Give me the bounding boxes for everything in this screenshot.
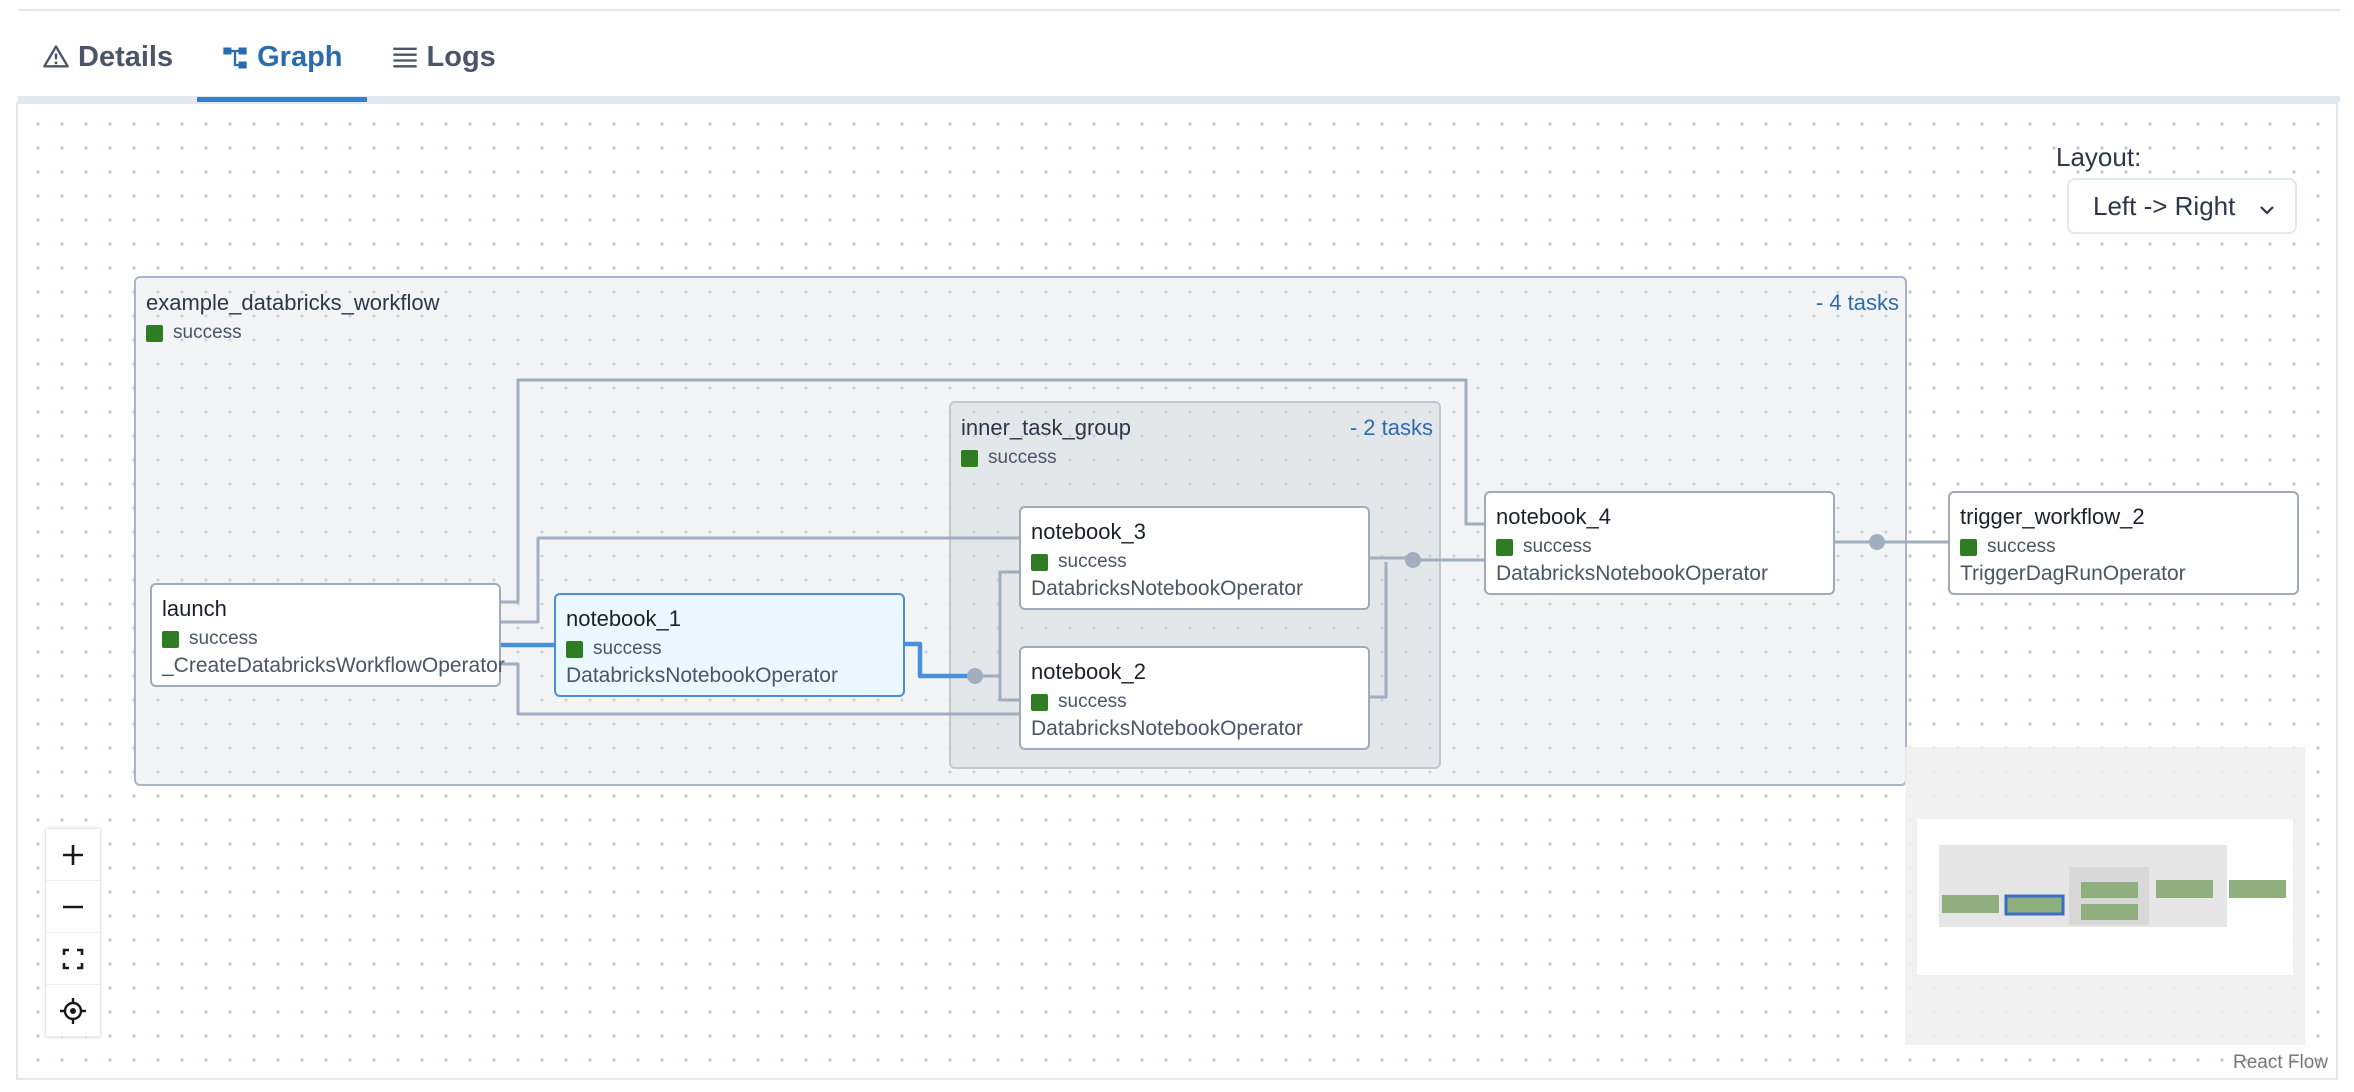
- layout-select[interactable]: Left -> Right: [2067, 178, 2297, 234]
- layout-label: Layout:: [2056, 142, 2142, 172]
- join-node-inner: [1405, 552, 1421, 568]
- task-status: success: [162, 628, 258, 650]
- task-operator: DatabricksNotebookOperator: [1031, 717, 1303, 740]
- minimap-node-trigger: [2229, 880, 2286, 898]
- top-divider: [18, 9, 2340, 11]
- edge-launch-notebook_4: [500, 378, 1486, 604]
- tab-details[interactable]: Details: [18, 18, 197, 96]
- edge-split-notebook_3: [975, 570, 1021, 678]
- task-status: success: [1031, 551, 1127, 573]
- group-status: success: [146, 322, 242, 344]
- task-status: success: [1031, 691, 1127, 713]
- tab-graph[interactable]: Graph: [197, 18, 367, 102]
- task-node-notebook-2[interactable]: notebook_2 success DatabricksNotebookOpe…: [1019, 646, 1370, 750]
- tab-details-label: Details: [78, 40, 174, 73]
- status-square-icon: [146, 324, 163, 342]
- tab-logs[interactable]: Logs: [367, 18, 520, 96]
- task-operator: _CreateDatabricksWorkflowOperator: [162, 654, 505, 677]
- minimap-node-notebook-1: [2004, 894, 2065, 916]
- minimap-node-notebook-4: [2156, 880, 2213, 898]
- task-node-launch[interactable]: launch success _CreateDatabricksWorkflow…: [150, 583, 505, 687]
- edge-split-notebook_2: [975, 674, 1021, 702]
- warning-icon: [42, 43, 70, 71]
- tab-graph-label: Graph: [257, 41, 343, 73]
- list-icon: [391, 43, 419, 71]
- status-square-icon: [1960, 538, 1977, 556]
- group-title: inner_task_group: [961, 415, 1132, 440]
- minimap-node-notebook-3: [2081, 882, 2138, 898]
- task-operator: DatabricksNotebookOperator: [1496, 562, 1768, 585]
- task-status: success: [1960, 536, 2056, 558]
- group-title: example_databricks_workflow: [146, 290, 440, 315]
- tab-logs-label: Logs: [426, 40, 496, 73]
- minimap-canvas: [1917, 819, 2293, 975]
- join-node-split: [967, 668, 983, 684]
- status-square-icon: [1031, 693, 1048, 711]
- task-node-notebook-1[interactable]: notebook_1 success DatabricksNotebookOpe…: [554, 593, 905, 697]
- task-title: trigger_workflow_2: [1960, 504, 2145, 529]
- task-operator: DatabricksNotebookOperator: [566, 664, 838, 687]
- task-status: success: [1496, 536, 1592, 558]
- task-operator: TriggerDagRunOperator: [1960, 562, 2186, 585]
- minimap-node-launch: [1942, 895, 1999, 913]
- group-task-count-toggle[interactable]: - 4 tasks: [1815, 290, 1899, 315]
- minimap-node-notebook-2: [2081, 904, 2138, 920]
- group-task-count-toggle[interactable]: - 2 tasks: [1349, 415, 1433, 440]
- task-operator: DatabricksNotebookOperator: [1031, 577, 1303, 600]
- plus-icon: [63, 844, 83, 865]
- join-node-trigger: [1869, 534, 1885, 550]
- status-square-icon: [566, 640, 583, 658]
- chevron-down-icon: [2257, 196, 2277, 227]
- task-title: notebook_4: [1496, 504, 1611, 529]
- edge-launch-notebook_3: [500, 536, 1021, 624]
- graph-icon: [221, 44, 249, 72]
- center-view-button[interactable]: [46, 985, 100, 1037]
- status-square-icon: [1031, 553, 1048, 571]
- task-title: notebook_2: [1031, 659, 1146, 684]
- zoom-in-button[interactable]: [46, 829, 100, 881]
- task-status: success: [566, 638, 662, 660]
- group-status: success: [961, 447, 1057, 469]
- status-square-icon: [162, 630, 179, 648]
- edge-notebook_2-join: [1369, 562, 1388, 699]
- zoom-controls: [46, 829, 100, 1037]
- zoom-out-button[interactable]: [46, 881, 100, 933]
- minimap[interactable]: [1905, 747, 2305, 1045]
- minus-icon: [63, 905, 83, 908]
- tab-bar: Details Graph Logs: [18, 18, 2340, 102]
- react-flow-attribution[interactable]: React Flow: [2233, 1052, 2329, 1073]
- task-node-notebook-3[interactable]: notebook_3 success DatabricksNotebookOpe…: [1019, 506, 1370, 610]
- task-title: launch: [162, 596, 227, 621]
- status-square-icon: [961, 449, 978, 467]
- task-title: notebook_1: [566, 606, 681, 631]
- crosshair-icon: [60, 997, 86, 1024]
- layout-select-value: Left -> Right: [2093, 190, 2236, 221]
- task-node-notebook-4[interactable]: notebook_4 success DatabricksNotebookOpe…: [1484, 491, 1835, 595]
- fit-view-icon: [62, 948, 84, 969]
- fit-view-button[interactable]: [46, 933, 100, 985]
- task-node-trigger-workflow-2[interactable]: trigger_workflow_2 success TriggerDagRun…: [1948, 491, 2299, 595]
- edge-notebook_1-split-selected: [904, 641, 975, 679]
- status-square-icon: [1496, 538, 1513, 556]
- task-title: notebook_3: [1031, 519, 1146, 544]
- edge-launch-notebook_2: [500, 662, 1021, 716]
